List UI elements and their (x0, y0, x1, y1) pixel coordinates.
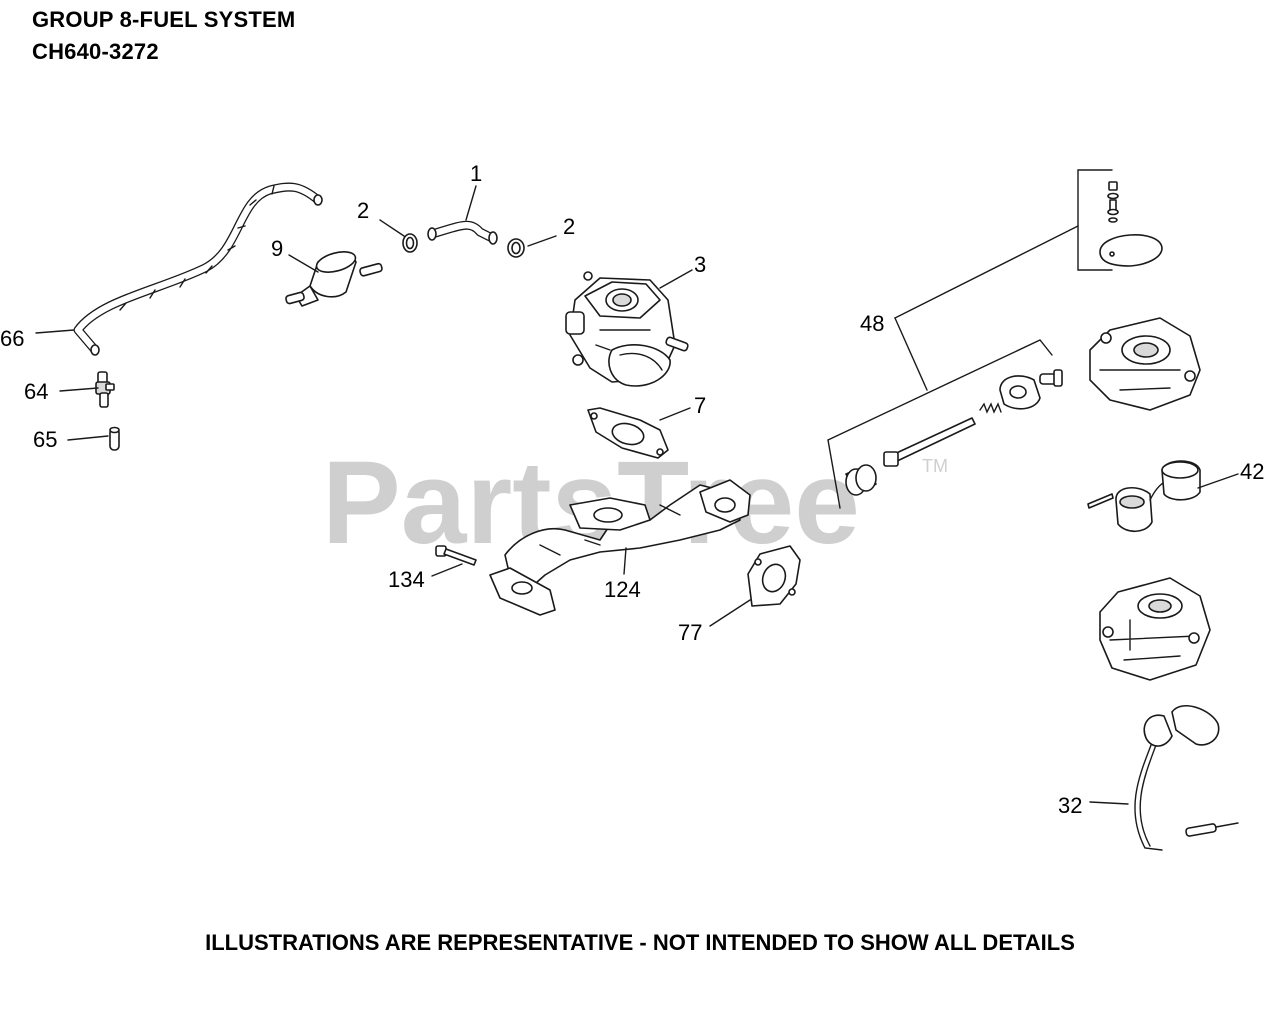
part-7-carb-gasket[interactable] (587, 407, 669, 459)
callout-134[interactable]: 134 (388, 567, 425, 592)
callout-3[interactable]: 3 (694, 252, 706, 277)
callout-66[interactable]: 66 (0, 326, 24, 351)
callout-2-right[interactable]: 2 (563, 214, 575, 239)
part-2-hose-clamp-left[interactable] (402, 233, 418, 253)
carburetor-body-lower[interactable] (1099, 577, 1211, 681)
part-77-gasket[interactable] (747, 545, 801, 607)
model-number: CH640-3272 (32, 39, 159, 64)
callout-9[interactable]: 9 (271, 236, 283, 261)
part-42-fuel-solenoid[interactable] (1087, 460, 1201, 533)
callout-77[interactable]: 77 (678, 620, 702, 645)
callout-leaders (35, 185, 1239, 805)
part-124-intake-manifold[interactable] (489, 479, 751, 616)
carburetor-body-upper[interactable] (1089, 317, 1201, 411)
diagram-title: GROUP 8-FUEL SYSTEM (32, 7, 296, 32)
callout-48[interactable]: 48 (860, 311, 884, 336)
part-2-hose-clamp-right[interactable] (507, 238, 525, 258)
callout-7[interactable]: 7 (694, 393, 706, 418)
part-1-elbow-hose[interactable] (427, 220, 498, 245)
callout-64[interactable]: 64 (24, 379, 48, 404)
part-64-fitting[interactable] (95, 371, 115, 408)
callout-2-left[interactable]: 2 (357, 198, 369, 223)
callout-1[interactable]: 1 (470, 161, 482, 186)
part-9-fuel-filter[interactable] (285, 248, 383, 307)
part-32-wire-lead[interactable] (1134, 704, 1239, 851)
part-65-tube[interactable] (109, 426, 120, 451)
callout-42[interactable]: 42 (1240, 459, 1264, 484)
part-66-fuel-line[interactable] (73, 182, 323, 356)
callout-32[interactable]: 32 (1058, 793, 1082, 818)
part-3-carburetor[interactable] (565, 271, 689, 387)
watermark-trademark: TM (922, 456, 948, 476)
disclaimer-note: ILLUSTRATIONS ARE REPRESENTATIVE - NOT I… (205, 930, 1075, 955)
part-48-choke-kit[interactable] (827, 169, 1163, 509)
callout-65[interactable]: 65 (33, 427, 57, 452)
callout-124[interactable]: 124 (604, 577, 641, 602)
part-134-bolt[interactable] (435, 545, 477, 566)
